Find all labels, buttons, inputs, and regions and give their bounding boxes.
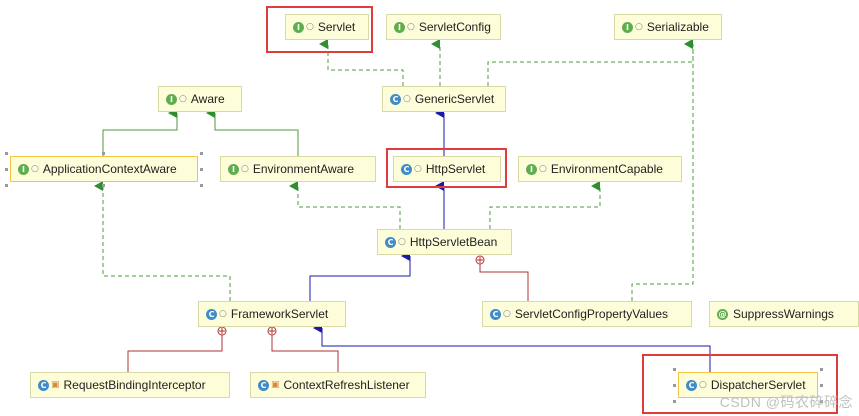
node-label: DispatcherServlet [710, 378, 806, 392]
node-label: ContextRefreshListener [283, 378, 410, 392]
class-icon: C [490, 308, 501, 320]
node-aware[interactable]: I ○ Aware [158, 86, 242, 112]
visibility-icon: ○ [179, 94, 187, 104]
node-servlet[interactable]: I ○ Servlet [285, 14, 369, 40]
visibility-icon: ○ [699, 380, 707, 390]
selection-handle[interactable] [102, 152, 105, 155]
class-icon: C [206, 308, 217, 320]
visibility-icon: ○ [503, 309, 511, 319]
node-environment-aware[interactable]: I ○ EnvironmentAware [220, 156, 376, 182]
node-label: Serializable [646, 20, 709, 34]
interface-icon: I [293, 21, 304, 33]
node-request-binding-interceptor[interactable]: C ▣ RequestBindingInterceptor [30, 372, 230, 398]
edge-inner-scpv [475, 255, 529, 301]
node-servlet-config-property-values[interactable]: C ○ ServletConfigPropertyValues [482, 301, 692, 327]
visibility-icon: ○ [407, 22, 415, 32]
edge-frameworkservlet-implements [94, 181, 231, 301]
class-icon: C [686, 379, 697, 391]
node-context-refresh-listener[interactable]: C ▣ ContextRefreshListener [250, 372, 426, 398]
selection-handle[interactable] [5, 168, 8, 171]
annotation-icon: @ [717, 308, 728, 320]
visibility-icon: ○ [403, 94, 411, 104]
selection-handle[interactable] [200, 152, 203, 155]
edge-inner-request-binding [127, 326, 227, 372]
selection-handle[interactable] [820, 400, 823, 403]
node-http-servlet[interactable]: C ○ HttpServlet [393, 156, 501, 182]
node-label: HttpServlet [425, 162, 486, 176]
edge-httpservletbean-implements [289, 181, 601, 229]
interface-icon: I [526, 163, 537, 175]
lock-icon: ▣ [271, 380, 280, 390]
node-label: HttpServletBean [409, 235, 498, 249]
selection-handle[interactable] [673, 384, 676, 387]
class-icon: C [401, 163, 412, 175]
interface-icon: I [394, 21, 405, 33]
visibility-icon: ○ [306, 22, 314, 32]
edge-frameworkservlet-extends [309, 251, 411, 301]
selection-handle[interactable] [5, 184, 8, 187]
node-application-context-aware[interactable]: I ○ ApplicationContextAware [10, 156, 198, 182]
lock-icon: ▣ [51, 380, 60, 390]
edge-dispatcherservlet-extends [313, 323, 711, 372]
interface-icon: I [622, 21, 633, 33]
visibility-icon: ○ [539, 164, 547, 174]
node-http-servlet-bean[interactable]: C ○ HttpServletBean [377, 229, 512, 255]
node-label: GenericServlet [414, 92, 495, 106]
edge-inner-context-refresh [267, 326, 339, 372]
class-icon: C [390, 93, 401, 105]
node-suppress-warnings[interactable]: @ SuppressWarnings [709, 301, 859, 327]
node-label: ServletConfig [418, 20, 491, 34]
class-icon: C [385, 236, 396, 248]
node-label: ServletConfigPropertyValues [514, 307, 669, 321]
node-generic-servlet[interactable]: C ○ GenericServlet [382, 86, 506, 112]
node-label: EnvironmentAware [252, 162, 355, 176]
node-serializable[interactable]: I ○ Serializable [614, 14, 722, 40]
node-framework-servlet[interactable]: C ○ FrameworkServlet [198, 301, 346, 327]
selection-handle[interactable] [200, 168, 203, 171]
interface-icon: I [18, 163, 29, 175]
visibility-icon: ○ [219, 309, 227, 319]
selection-handle[interactable] [673, 368, 676, 371]
selection-handle[interactable] [820, 384, 823, 387]
watermark: CSDN @码农碎碎念 [719, 394, 853, 410]
node-label: Servlet [317, 20, 356, 34]
interface-icon: I [228, 163, 239, 175]
node-servlet-config[interactable]: I ○ ServletConfig [386, 14, 501, 40]
visibility-icon: ○ [414, 164, 422, 174]
node-label: EnvironmentCapable [550, 162, 663, 176]
selection-handle[interactable] [200, 184, 203, 187]
node-label: SuppressWarnings [733, 307, 834, 321]
node-dispatcher-servlet[interactable]: C ○ DispatcherServlet [678, 372, 818, 398]
selection-handle[interactable] [673, 400, 676, 403]
selection-handle[interactable] [5, 152, 8, 155]
edge-aware-extends [102, 108, 299, 156]
node-label: FrameworkServlet [230, 307, 329, 321]
visibility-icon: ○ [398, 237, 406, 247]
node-label: Aware [190, 92, 225, 106]
selection-handle[interactable] [102, 184, 105, 187]
edge-generic-servlet-implements [319, 39, 694, 86]
class-icon: C [258, 379, 269, 391]
visibility-icon: ○ [241, 164, 249, 174]
visibility-icon: ○ [31, 164, 39, 174]
selection-handle[interactable] [820, 368, 823, 371]
interface-icon: I [166, 93, 177, 105]
visibility-icon: ○ [635, 22, 643, 32]
edge-scpv-implements [631, 39, 694, 301]
node-environment-capable[interactable]: I ○ EnvironmentCapable [518, 156, 682, 182]
node-label: RequestBindingInterceptor [63, 378, 206, 392]
class-icon: C [38, 379, 49, 391]
node-label: ApplicationContextAware [42, 162, 177, 176]
